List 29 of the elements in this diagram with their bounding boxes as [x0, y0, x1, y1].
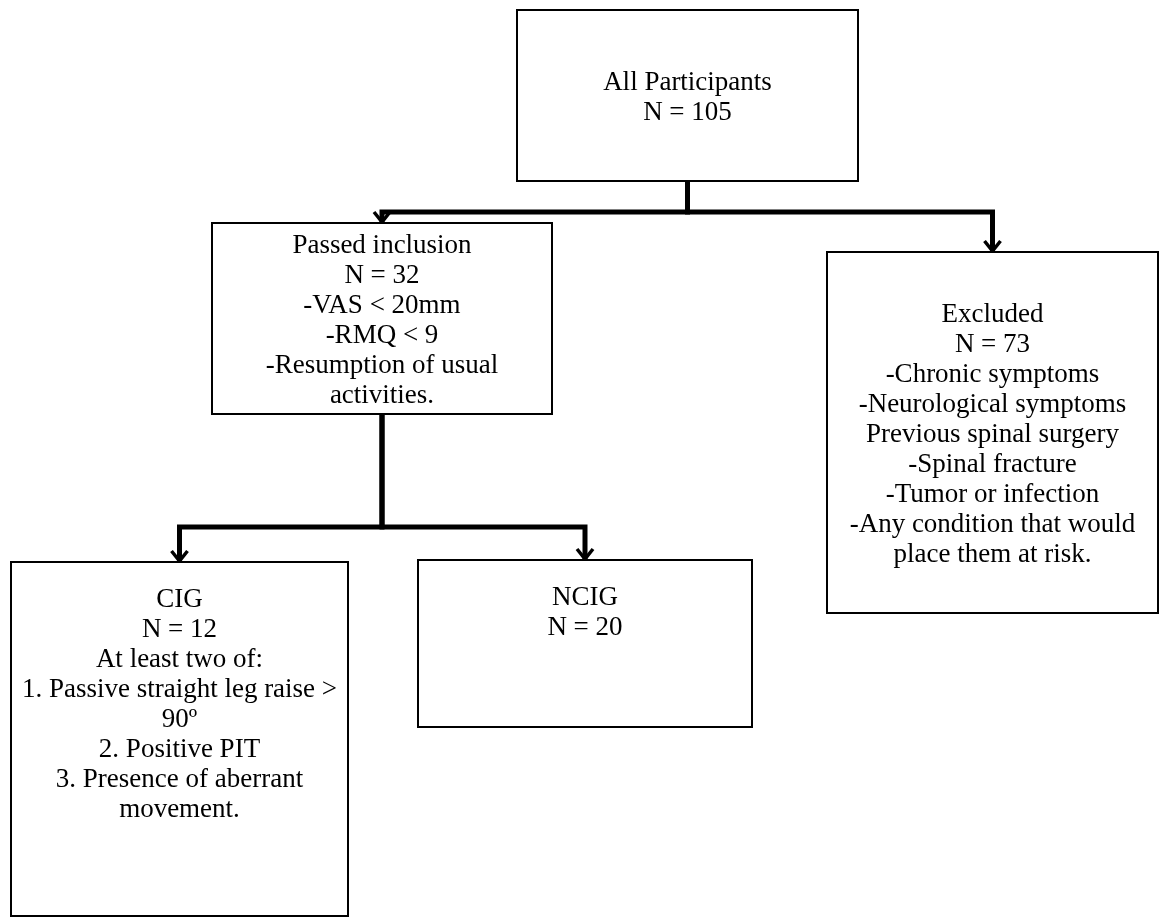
box-text: Excluded	[941, 297, 1044, 328]
box-text: Passed inclusion	[292, 228, 472, 259]
box-text: -Resumption of usual activities.	[264, 348, 500, 409]
arrow	[379, 415, 595, 561]
box-text: -Tumor or infection	[885, 477, 1100, 508]
box-text: 1. Passive straight leg raise > 90º	[20, 673, 339, 733]
box-text: NCIG	[552, 581, 618, 611]
box-text: At least two of:	[95, 643, 264, 673]
box-text: 2. Positive PIT	[98, 733, 261, 763]
process-box	[211, 222, 553, 415]
box-text: All Participants	[603, 65, 772, 96]
box-text: 3. Presence of aberrant movement.	[54, 763, 305, 823]
box-text: N = 73	[954, 327, 1031, 358]
box-text: -Spinal fracture	[908, 447, 1077, 478]
box-text: N = 12	[141, 613, 218, 643]
box-text: -RMQ < 9	[325, 318, 439, 349]
box-text: N = 32	[344, 258, 420, 289]
process-box	[417, 559, 753, 728]
process-box	[826, 251, 1159, 614]
box-text: -Neurological symptoms	[858, 387, 1127, 418]
box-text: Previous spinal surgery	[866, 417, 1119, 448]
box-text: -Chronic symptoms	[885, 357, 1100, 388]
box-text: -Any condition that would place them at risk.	[848, 507, 1137, 568]
box-text: N = 20	[547, 611, 623, 641]
process-box	[516, 9, 859, 182]
box-text: CIG	[156, 583, 203, 613]
box-text: -VAS < 20mm	[303, 288, 461, 319]
process-box	[10, 561, 349, 917]
box-text: N = 105	[643, 95, 732, 126]
